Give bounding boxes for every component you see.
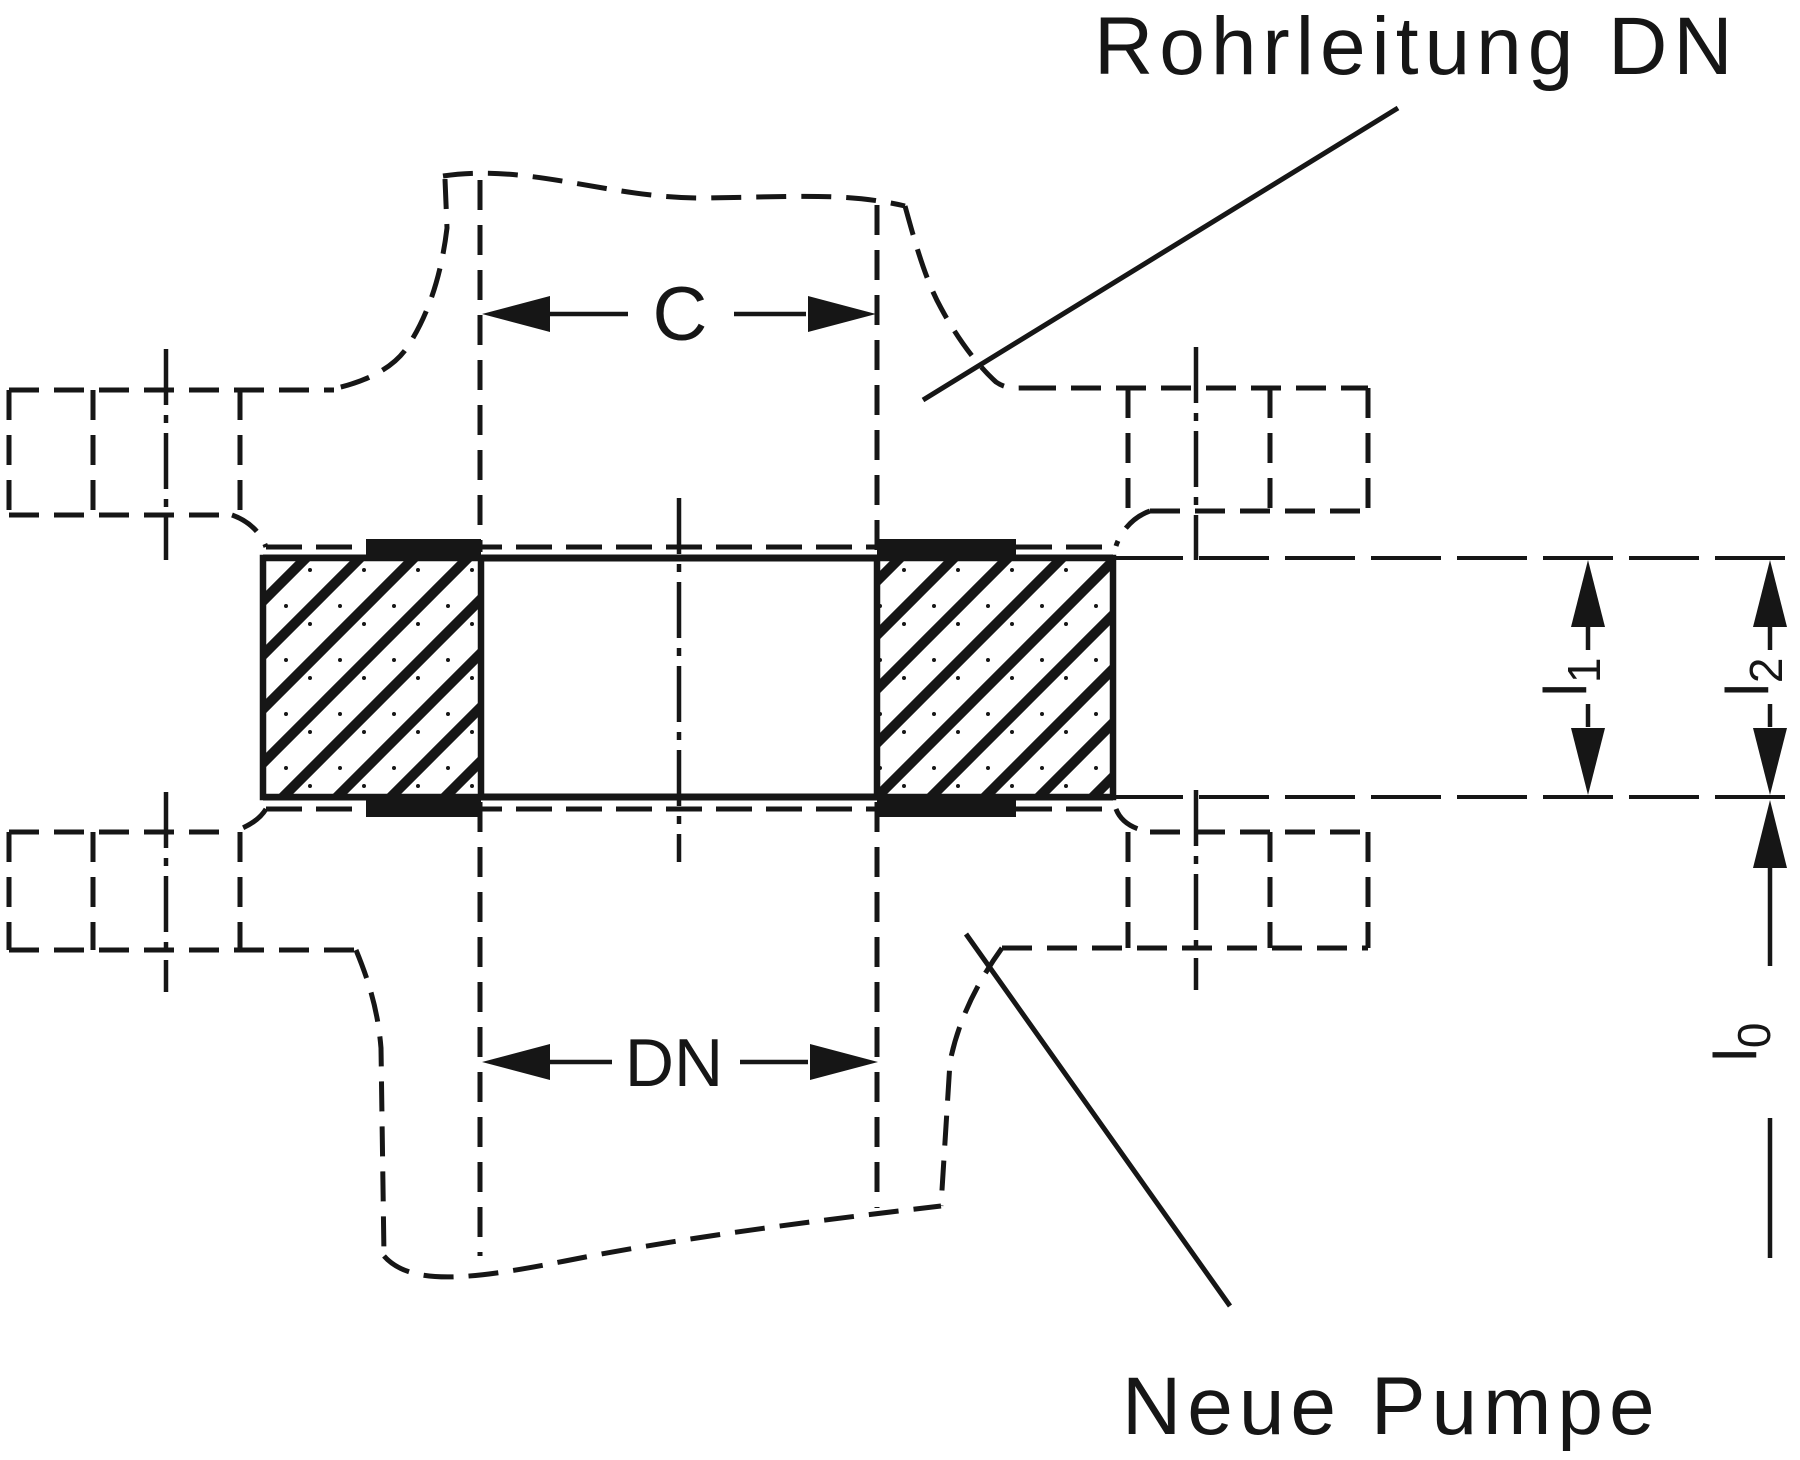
arrow-left-icon (482, 296, 550, 332)
pump-nozzle-wall-left (353, 949, 387, 1257)
pump-leader-line (963, 932, 1233, 1308)
arrow-down-icon (1571, 728, 1605, 795)
arrow-up-icon (1753, 800, 1787, 868)
dim-l0-sub: 0 (1728, 1023, 1780, 1049)
pump-flange-step-right (1113, 807, 1151, 835)
gasket-bottom-left (366, 796, 481, 817)
adapter-section-left (259, 554, 485, 801)
dim-c-label: C (653, 272, 708, 357)
dimension-dn (482, 1044, 878, 1080)
pipeline-flange-step-left (231, 512, 269, 548)
pipeline-bolt-hole-walls (90, 388, 1273, 515)
adapter-section-right (873, 554, 1117, 801)
arrow-up-icon (1571, 560, 1605, 627)
arrow-right-icon (808, 296, 876, 332)
dim-l1-label: l1 (1532, 658, 1610, 697)
dimensions (482, 105, 1787, 1308)
pipeline-leader-line (921, 105, 1400, 403)
dim-l1-sub: 1 (1558, 658, 1610, 684)
dimension-l2 (1753, 560, 1787, 795)
pipeline-label: Rohrleitung DN (1094, 1, 1739, 92)
pump-flange-step-left (231, 807, 269, 835)
pipe-break-line-top (442, 170, 906, 209)
dim-l0-label: l0 (1702, 1023, 1780, 1062)
pump-break-line-bottom (382, 1203, 942, 1280)
gasket-bottom-right (877, 796, 1016, 817)
arrow-right-icon (810, 1044, 878, 1080)
pump-label: Neue Pumpe (1122, 1361, 1661, 1452)
pipeline-flange-step-right (1113, 508, 1151, 547)
dim-l2-base: l (1714, 683, 1781, 696)
pump-bolt-hole-walls (90, 832, 1273, 950)
arrow-down-icon (1753, 728, 1787, 795)
arrow-up-icon (1753, 560, 1787, 627)
gasket-top-left (366, 539, 481, 559)
pipeline-outline (6, 170, 1371, 552)
pump-nozzle-wall-right (938, 946, 1005, 1207)
dim-l0-base: l (1702, 1048, 1769, 1061)
dim-l2-sub: 2 (1740, 658, 1792, 684)
pipe-hub-flare-right (902, 205, 1027, 391)
dimension-l0 (1753, 800, 1787, 1258)
pump-outline (6, 802, 1371, 1280)
adapter-spacer (259, 539, 1793, 817)
pipe-hub-flare-left (331, 178, 450, 392)
dim-l2-label: l2 (1714, 658, 1792, 697)
center-lines (163, 347, 1199, 992)
arrow-left-icon (482, 1044, 550, 1080)
dimension-l1 (1571, 560, 1605, 795)
dim-dn-label: DN (625, 1025, 723, 1101)
dim-l1-base: l (1532, 683, 1599, 696)
gasket-top-right (877, 539, 1016, 559)
dimension-c (482, 296, 876, 332)
